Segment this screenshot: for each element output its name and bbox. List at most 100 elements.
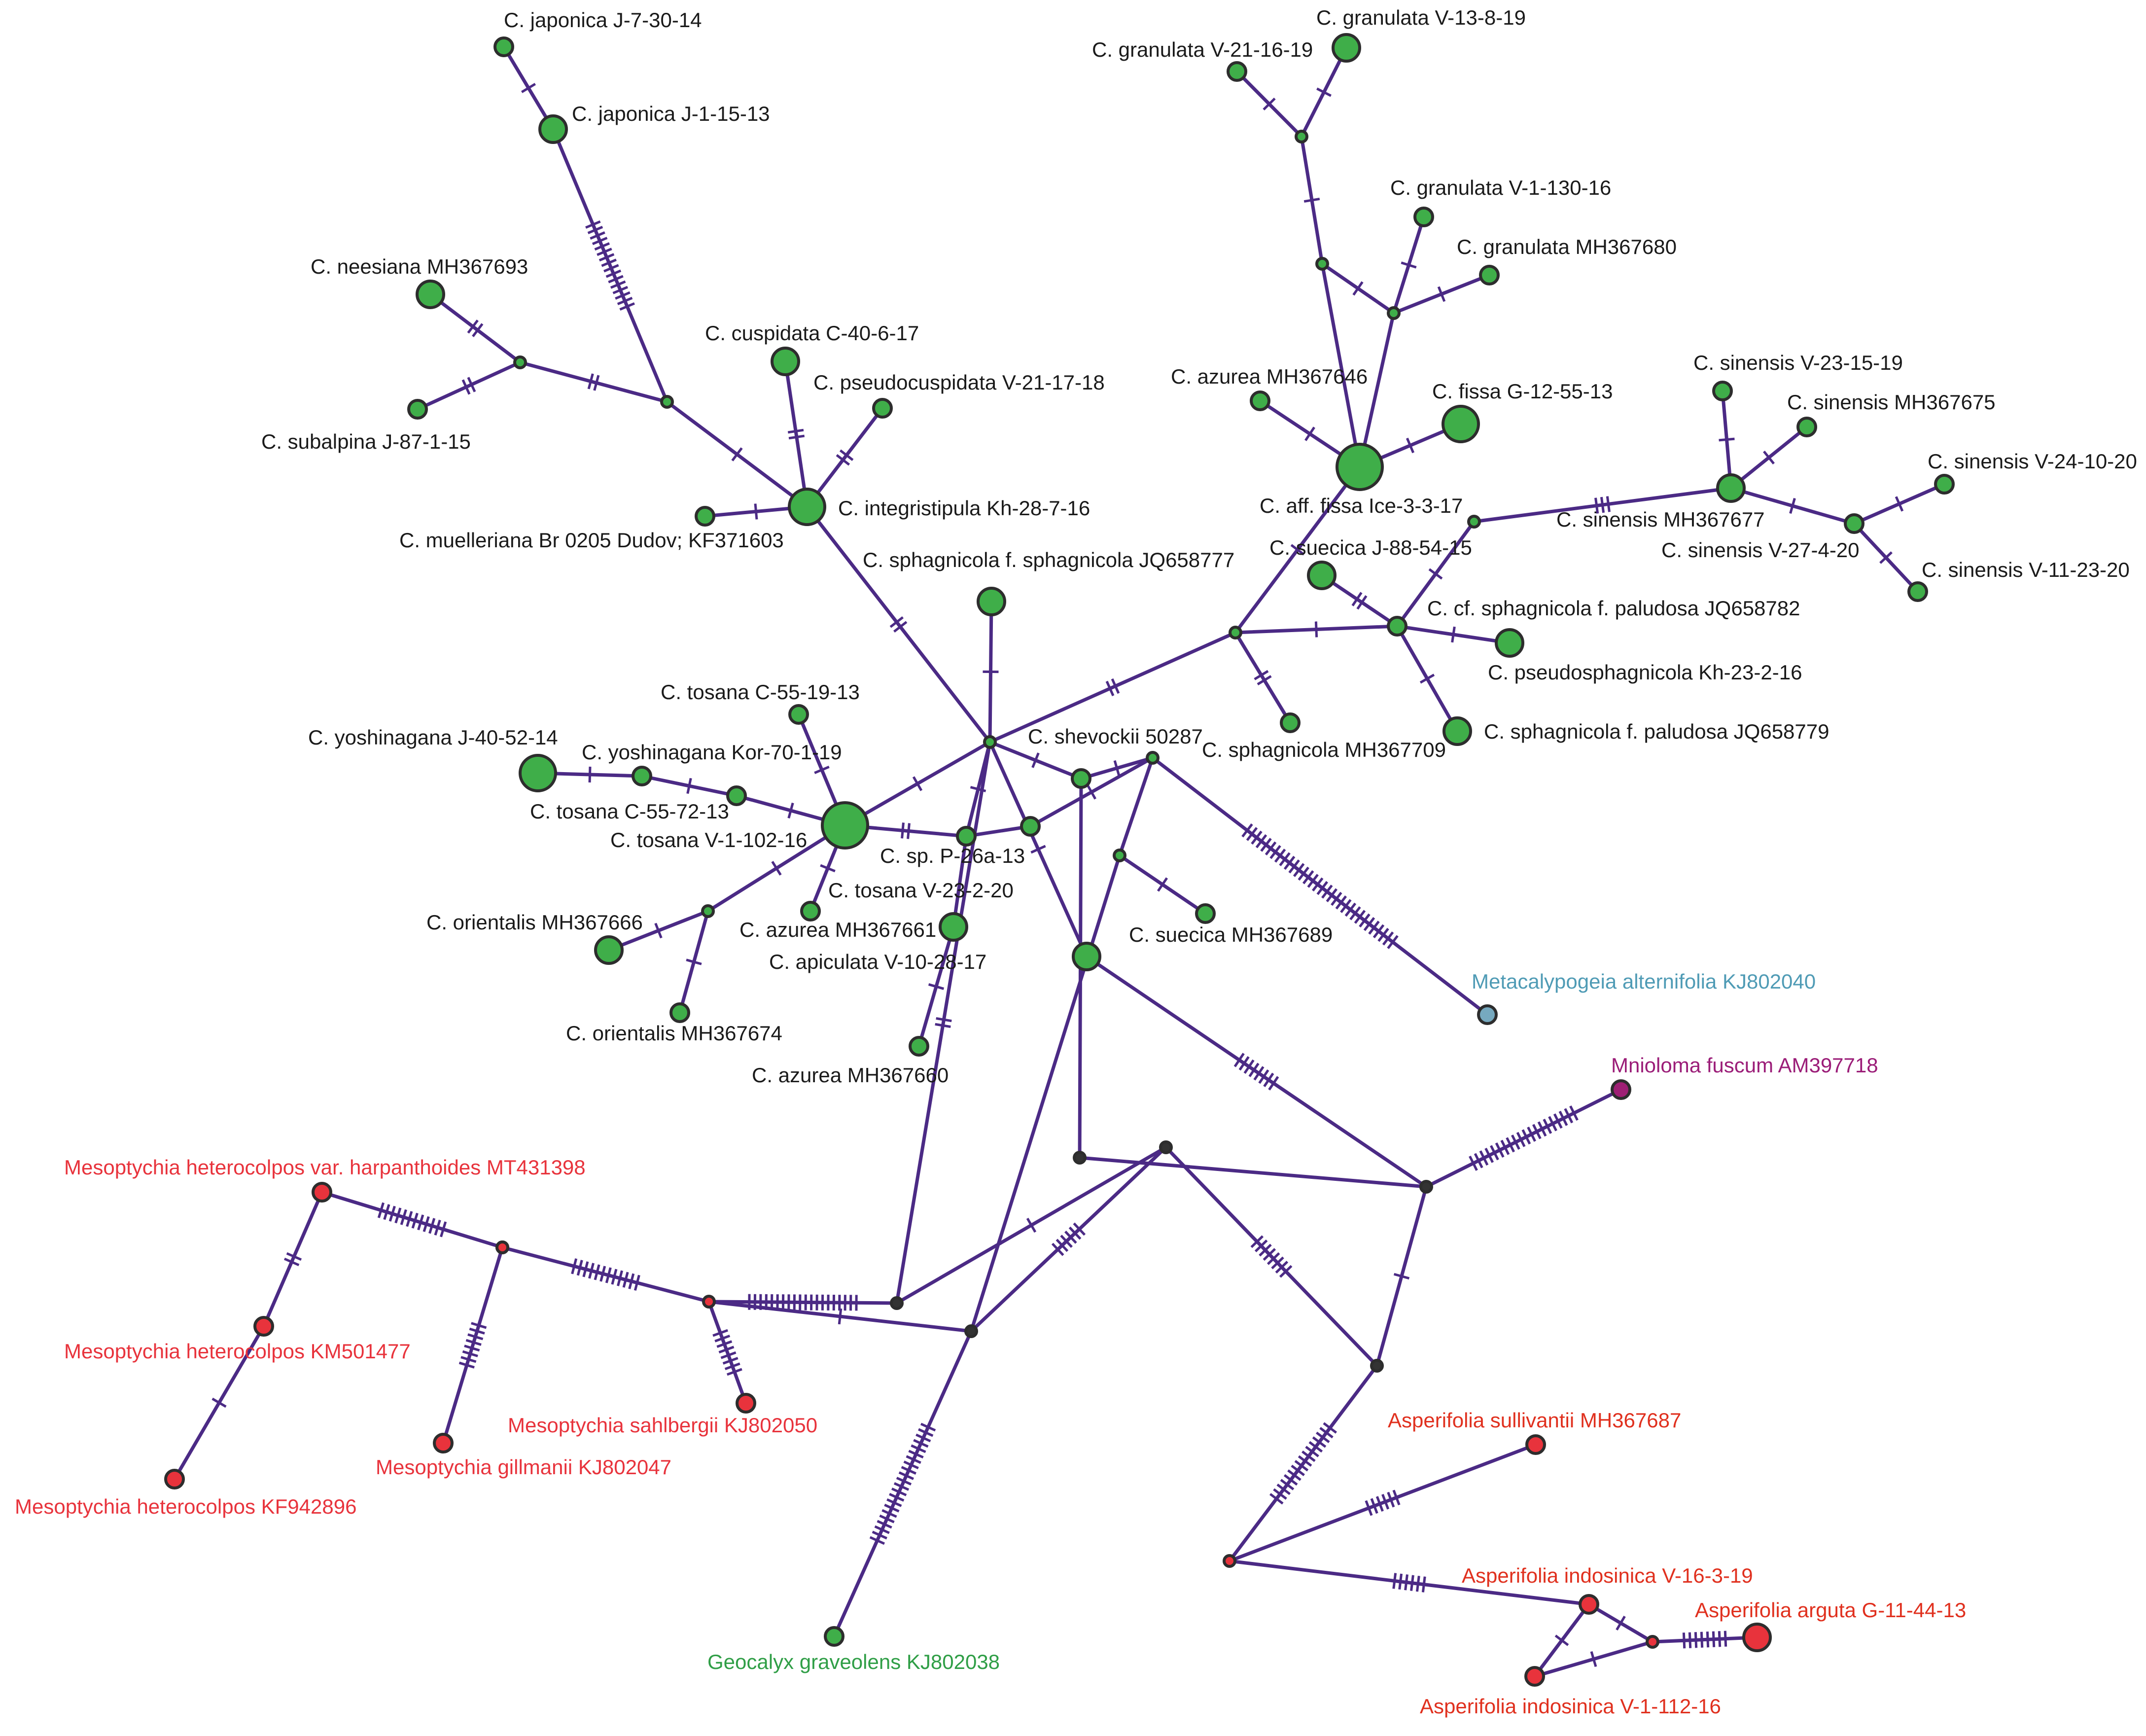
mutation-tick bbox=[1415, 1575, 1420, 1592]
mutation-tick bbox=[1269, 845, 1281, 859]
median-vector-node bbox=[701, 904, 715, 918]
mutation-tick bbox=[1250, 1235, 1264, 1248]
mutation-tick bbox=[718, 1346, 735, 1354]
mutation-tick bbox=[417, 1214, 424, 1231]
mutation-tick bbox=[1263, 1072, 1274, 1087]
edge-aff_fissa-mv_east bbox=[1233, 465, 1362, 635]
edge-integristipula-mv_hub bbox=[805, 505, 992, 744]
mutation-tick bbox=[1719, 437, 1735, 442]
mutation-tick bbox=[1382, 931, 1394, 946]
edge-cuspidata-integristipula bbox=[783, 359, 809, 509]
edge-mv_low2-mv_mnio bbox=[1078, 1156, 1428, 1189]
haplotype-node-sinensis_v24 bbox=[1934, 474, 1955, 495]
mutation-tick bbox=[471, 1322, 487, 1329]
haplotype-label-suecica_689: C. suecica MH367689 bbox=[1129, 923, 1333, 946]
mutation-tick bbox=[1273, 1488, 1287, 1500]
haplotype-label-azurea_661: C. azurea MH367661 bbox=[739, 918, 936, 941]
mutation-tick bbox=[686, 778, 692, 794]
mutation-tick bbox=[617, 296, 633, 305]
edge-cf_sphagnicola-sphagnicola_pal bbox=[1395, 624, 1459, 733]
mutation-tick bbox=[1263, 1248, 1276, 1261]
mutation-tick bbox=[460, 1356, 477, 1363]
mutation-tick bbox=[608, 275, 624, 283]
mutation-tick bbox=[585, 220, 601, 229]
mutation-tick bbox=[1265, 841, 1277, 856]
edge-line bbox=[832, 1329, 973, 1638]
mutation-tick bbox=[1241, 823, 1253, 838]
edge-line bbox=[707, 1300, 899, 1305]
mutation-tick bbox=[1404, 1574, 1408, 1591]
edge-cf_sphagnicola-mv_sinensis_w bbox=[1395, 520, 1476, 628]
median-vector-node bbox=[1159, 1140, 1173, 1154]
median-vector-node bbox=[1370, 1359, 1384, 1373]
mutation-tick bbox=[877, 1520, 892, 1529]
haplotype-label-geocalyx: Geocalyx graveolens KJ802038 bbox=[707, 1650, 1000, 1673]
mutation-tick bbox=[886, 1498, 902, 1507]
haplotype-label-asp_sullivantii: Asperifolia sullivantii MH367687 bbox=[1388, 1409, 1681, 1432]
haplotype-label-sinensis_677: C. sinensis MH367677 bbox=[1556, 508, 1765, 531]
haplotype-node-meso_harp bbox=[312, 1182, 332, 1203]
haplotype-label-granulata_v1: C. granulata V-1-130-16 bbox=[1390, 176, 1611, 199]
edge-granulata_v21-mv_granulata1 bbox=[1235, 70, 1303, 139]
mutation-tick bbox=[1543, 1118, 1552, 1134]
mutation-tick bbox=[716, 1340, 733, 1348]
mutation-tick bbox=[1718, 1631, 1722, 1647]
edge-line bbox=[805, 505, 992, 744]
mutation-tick bbox=[461, 379, 471, 395]
edge-line bbox=[518, 360, 669, 404]
mutation-tick bbox=[1255, 834, 1267, 849]
edge-shevockii-mv_shev2 bbox=[1079, 756, 1155, 780]
mutation-tick bbox=[1372, 924, 1385, 939]
edge-pseudocuspidata-integristipula bbox=[805, 406, 884, 509]
haplotype-node-azurea_660 bbox=[909, 1036, 929, 1057]
edge-meso_km-meso_kf bbox=[173, 1324, 266, 1481]
edge-mv_hub-mv_east bbox=[988, 631, 1237, 744]
edge-mv_hub-mv_low1 bbox=[895, 740, 992, 1305]
edge-line bbox=[964, 824, 1032, 838]
haplotype-node-japonica_j1 bbox=[538, 114, 568, 144]
haplotype-label-neesiana: C. neesiana MH367693 bbox=[311, 255, 528, 278]
mutation-tick bbox=[472, 323, 484, 337]
mutation-tick bbox=[1316, 87, 1332, 97]
mutation-tick bbox=[901, 1466, 916, 1475]
mutation-tick bbox=[838, 1308, 843, 1325]
mutation-tick bbox=[1268, 1076, 1279, 1091]
edge-line bbox=[1228, 1443, 1538, 1563]
mutation-tick bbox=[1694, 1632, 1698, 1648]
mutation-tick bbox=[615, 291, 631, 300]
mutation-tick bbox=[590, 231, 605, 240]
edge-line bbox=[707, 1300, 748, 1405]
edge-mv_geo-geocalyx bbox=[832, 1329, 973, 1638]
mutation-tick bbox=[908, 1450, 924, 1459]
edge-line bbox=[969, 1145, 1168, 1333]
mutation-tick bbox=[1564, 1108, 1574, 1124]
haplotype-node-cuspidata bbox=[771, 347, 800, 376]
haplotype-node-meso_sahlbergii bbox=[736, 1393, 756, 1414]
haplotype-node-mnioloma bbox=[1611, 1079, 1631, 1100]
mutation-tick bbox=[1527, 1127, 1536, 1142]
edge-line bbox=[1320, 262, 1362, 469]
edge-line bbox=[1118, 756, 1155, 857]
haplotype-label-shevockii: C. shevockii 50287 bbox=[1028, 725, 1203, 748]
mutation-tick bbox=[594, 242, 610, 251]
haplotype-node-sphagnicola_709 bbox=[1280, 712, 1301, 733]
haplotype-label-tosana_v1: C. tosana V-1-102-16 bbox=[610, 828, 807, 851]
edge-mv_low3-mv_geo bbox=[969, 1145, 1168, 1333]
mutation-tick bbox=[1233, 1053, 1245, 1067]
edge-line bbox=[988, 631, 1237, 744]
mutation-tick bbox=[1590, 1651, 1597, 1667]
haplotype-label-japonica_j7: C. japonica J-7-30-14 bbox=[504, 8, 702, 32]
mutation-tick bbox=[1421, 1576, 1426, 1593]
mutation-tick bbox=[1548, 1116, 1557, 1132]
haplotype-node-tosana_c55_19 bbox=[788, 704, 809, 725]
mutation-tick bbox=[836, 454, 850, 466]
mutation-tick bbox=[1537, 1121, 1547, 1137]
mutation-tick bbox=[1606, 496, 1611, 512]
haplotype-label-tosana_v23: C. tosana V-23-2-20 bbox=[828, 879, 1014, 902]
haplotype-label-granulata_v21: C. granulata V-21-16-19 bbox=[1092, 38, 1313, 61]
edge-sphagnicola_sph-mv_hub bbox=[983, 600, 999, 744]
mutation-tick bbox=[1105, 680, 1115, 697]
haplotype-node-sinensis_v11 bbox=[1907, 581, 1928, 602]
mutation-tick bbox=[1419, 673, 1435, 684]
edge-mv_east-sphagnicola_709 bbox=[1233, 631, 1292, 725]
